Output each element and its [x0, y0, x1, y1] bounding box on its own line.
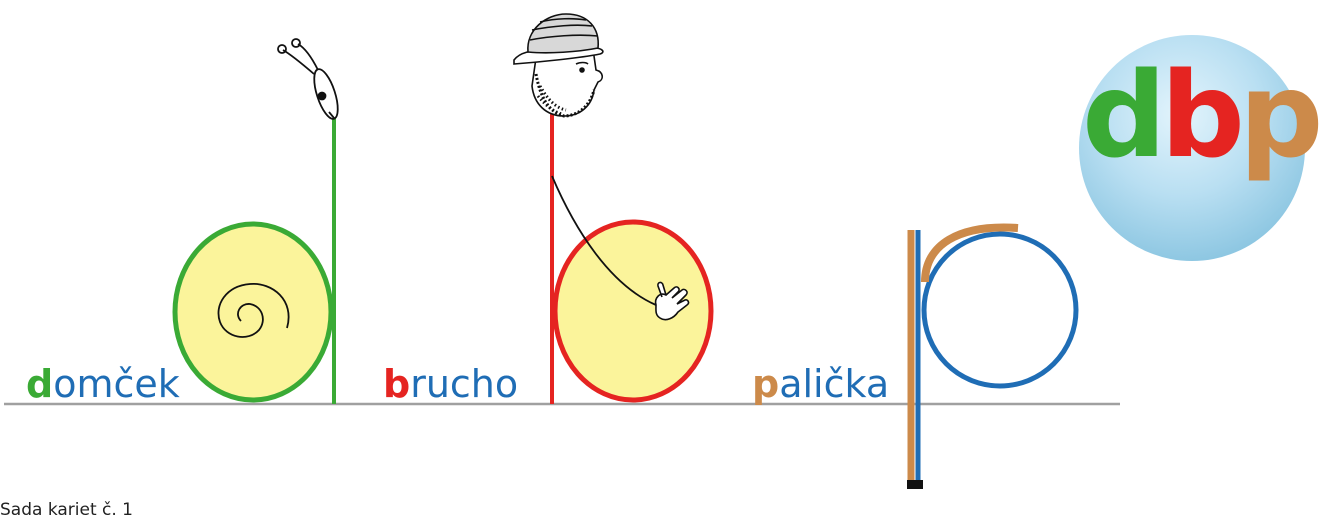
letter-p-figure	[907, 223, 1079, 489]
bearded-man-icon	[513, 13, 604, 118]
word-rest: omček	[53, 362, 180, 406]
letter-b-figure	[513, 13, 714, 404]
snail-shell	[172, 221, 334, 403]
letter-p-bowl	[921, 231, 1079, 389]
word-palicka: palička	[752, 365, 889, 403]
snail-shell-spiral-icon	[217, 283, 290, 338]
letter-d-figure	[172, 38, 339, 404]
badge-letter-p: p	[1238, 46, 1324, 184]
badge-letters: dbp	[1082, 56, 1323, 174]
arm	[551, 175, 657, 306]
dbp-badge	[1079, 35, 1305, 261]
badge-letter-d: d	[1082, 46, 1167, 184]
word-first-letter: b	[383, 362, 411, 406]
word-first-letter: p	[752, 362, 780, 406]
word-first-letter: d	[26, 362, 54, 406]
word-rest: alička	[779, 362, 890, 406]
word-rest: rucho	[410, 362, 519, 406]
stick-tip	[907, 480, 923, 489]
card-set-label: Sada kariet č. 1	[0, 500, 133, 520]
orange-arc	[921, 223, 1019, 283]
belly	[552, 219, 714, 403]
badge-letter-b: b	[1160, 46, 1245, 184]
word-domcek: domček	[26, 365, 180, 403]
hand-icon	[654, 281, 690, 321]
word-brucho: brucho	[383, 365, 518, 403]
snail-icon	[277, 38, 339, 120]
